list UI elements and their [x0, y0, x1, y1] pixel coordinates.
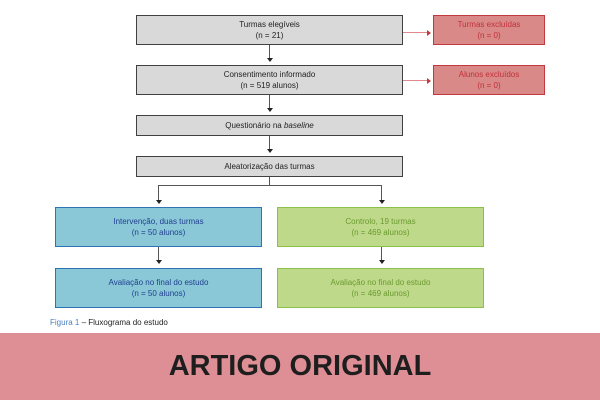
figure-label: Figura 1	[50, 318, 80, 327]
box-count: (n = 50 alunos)	[131, 228, 186, 237]
arrow-down-icon	[155, 200, 162, 204]
control-end-box: Avaliação no final do estudo (n = 469 al…	[277, 268, 484, 308]
control-box: Controlo, 19 turmas (n = 469 alunos)	[277, 207, 484, 247]
arrow-right-icon	[427, 29, 431, 36]
arrow-down-icon	[266, 108, 273, 112]
figure-caption: Figura 1 – Fluxograma do estudo	[50, 318, 168, 327]
box-title: Intervenção, duas turmas	[113, 217, 204, 226]
box-count: (n = 21)	[255, 31, 284, 40]
excluded-classes-box: Turmas excluídas (n = 0)	[433, 15, 545, 45]
connector	[269, 45, 270, 60]
caption-text: – Fluxograma do estudo	[79, 318, 168, 327]
banner-text: ARTIGO ORIGINAL	[168, 350, 432, 382]
box-count: (n = 50 alunos)	[131, 289, 186, 298]
arrow-down-icon	[266, 149, 273, 153]
box-title: Alunos excluídos	[458, 70, 520, 79]
box-count: (n = 519 alunos)	[240, 81, 299, 90]
eligible-classes-box: Turmas elegíveis (n = 21)	[136, 15, 403, 45]
connector	[403, 80, 428, 81]
arrow-down-icon	[155, 260, 162, 264]
connector	[158, 185, 159, 201]
box-title: Avaliação no final do estudo	[330, 278, 431, 287]
arrow-down-icon	[266, 58, 273, 62]
title-text: Questionário na	[225, 121, 284, 130]
box-title: Consentimento informado	[223, 70, 316, 79]
connector	[381, 185, 382, 201]
connector	[158, 247, 159, 262]
randomization-box: Aleatorização das turmas	[136, 156, 403, 177]
box-title: Questionário na baseline	[225, 120, 314, 131]
excluded-students-box: Alunos excluídos (n = 0)	[433, 65, 545, 95]
arrow-down-icon	[378, 200, 385, 204]
box-count: (n = 469 alunos)	[351, 289, 410, 298]
consent-box: Consentimento informado (n = 519 alunos)	[136, 65, 403, 95]
arrow-right-icon	[427, 77, 431, 84]
box-count: (n = 469 alunos)	[351, 228, 410, 237]
connector	[403, 32, 428, 33]
box-title: Controlo, 19 turmas	[345, 217, 416, 226]
box-count: (n = 0)	[477, 81, 501, 90]
intervention-box: Intervenção, duas turmas (n = 50 alunos)	[55, 207, 262, 247]
box-count: (n = 0)	[477, 31, 501, 40]
intervention-end-box: Avaliação no final do estudo (n = 50 alu…	[55, 268, 262, 308]
arrow-down-icon	[378, 260, 385, 264]
box-title: Avaliação no final do estudo	[108, 278, 209, 287]
connector	[381, 247, 382, 262]
box-title: Turmas excluídas	[457, 20, 521, 29]
baseline-box: Questionário na baseline	[136, 115, 403, 136]
title-emphasis: baseline	[283, 121, 314, 130]
connector	[158, 185, 382, 186]
box-title: Aleatorização das turmas	[224, 162, 315, 171]
connector	[269, 177, 270, 185]
section-banner: ARTIGO ORIGINAL	[0, 333, 600, 400]
connector	[269, 136, 270, 151]
connector	[269, 95, 270, 110]
box-title: Turmas elegíveis	[239, 20, 300, 29]
